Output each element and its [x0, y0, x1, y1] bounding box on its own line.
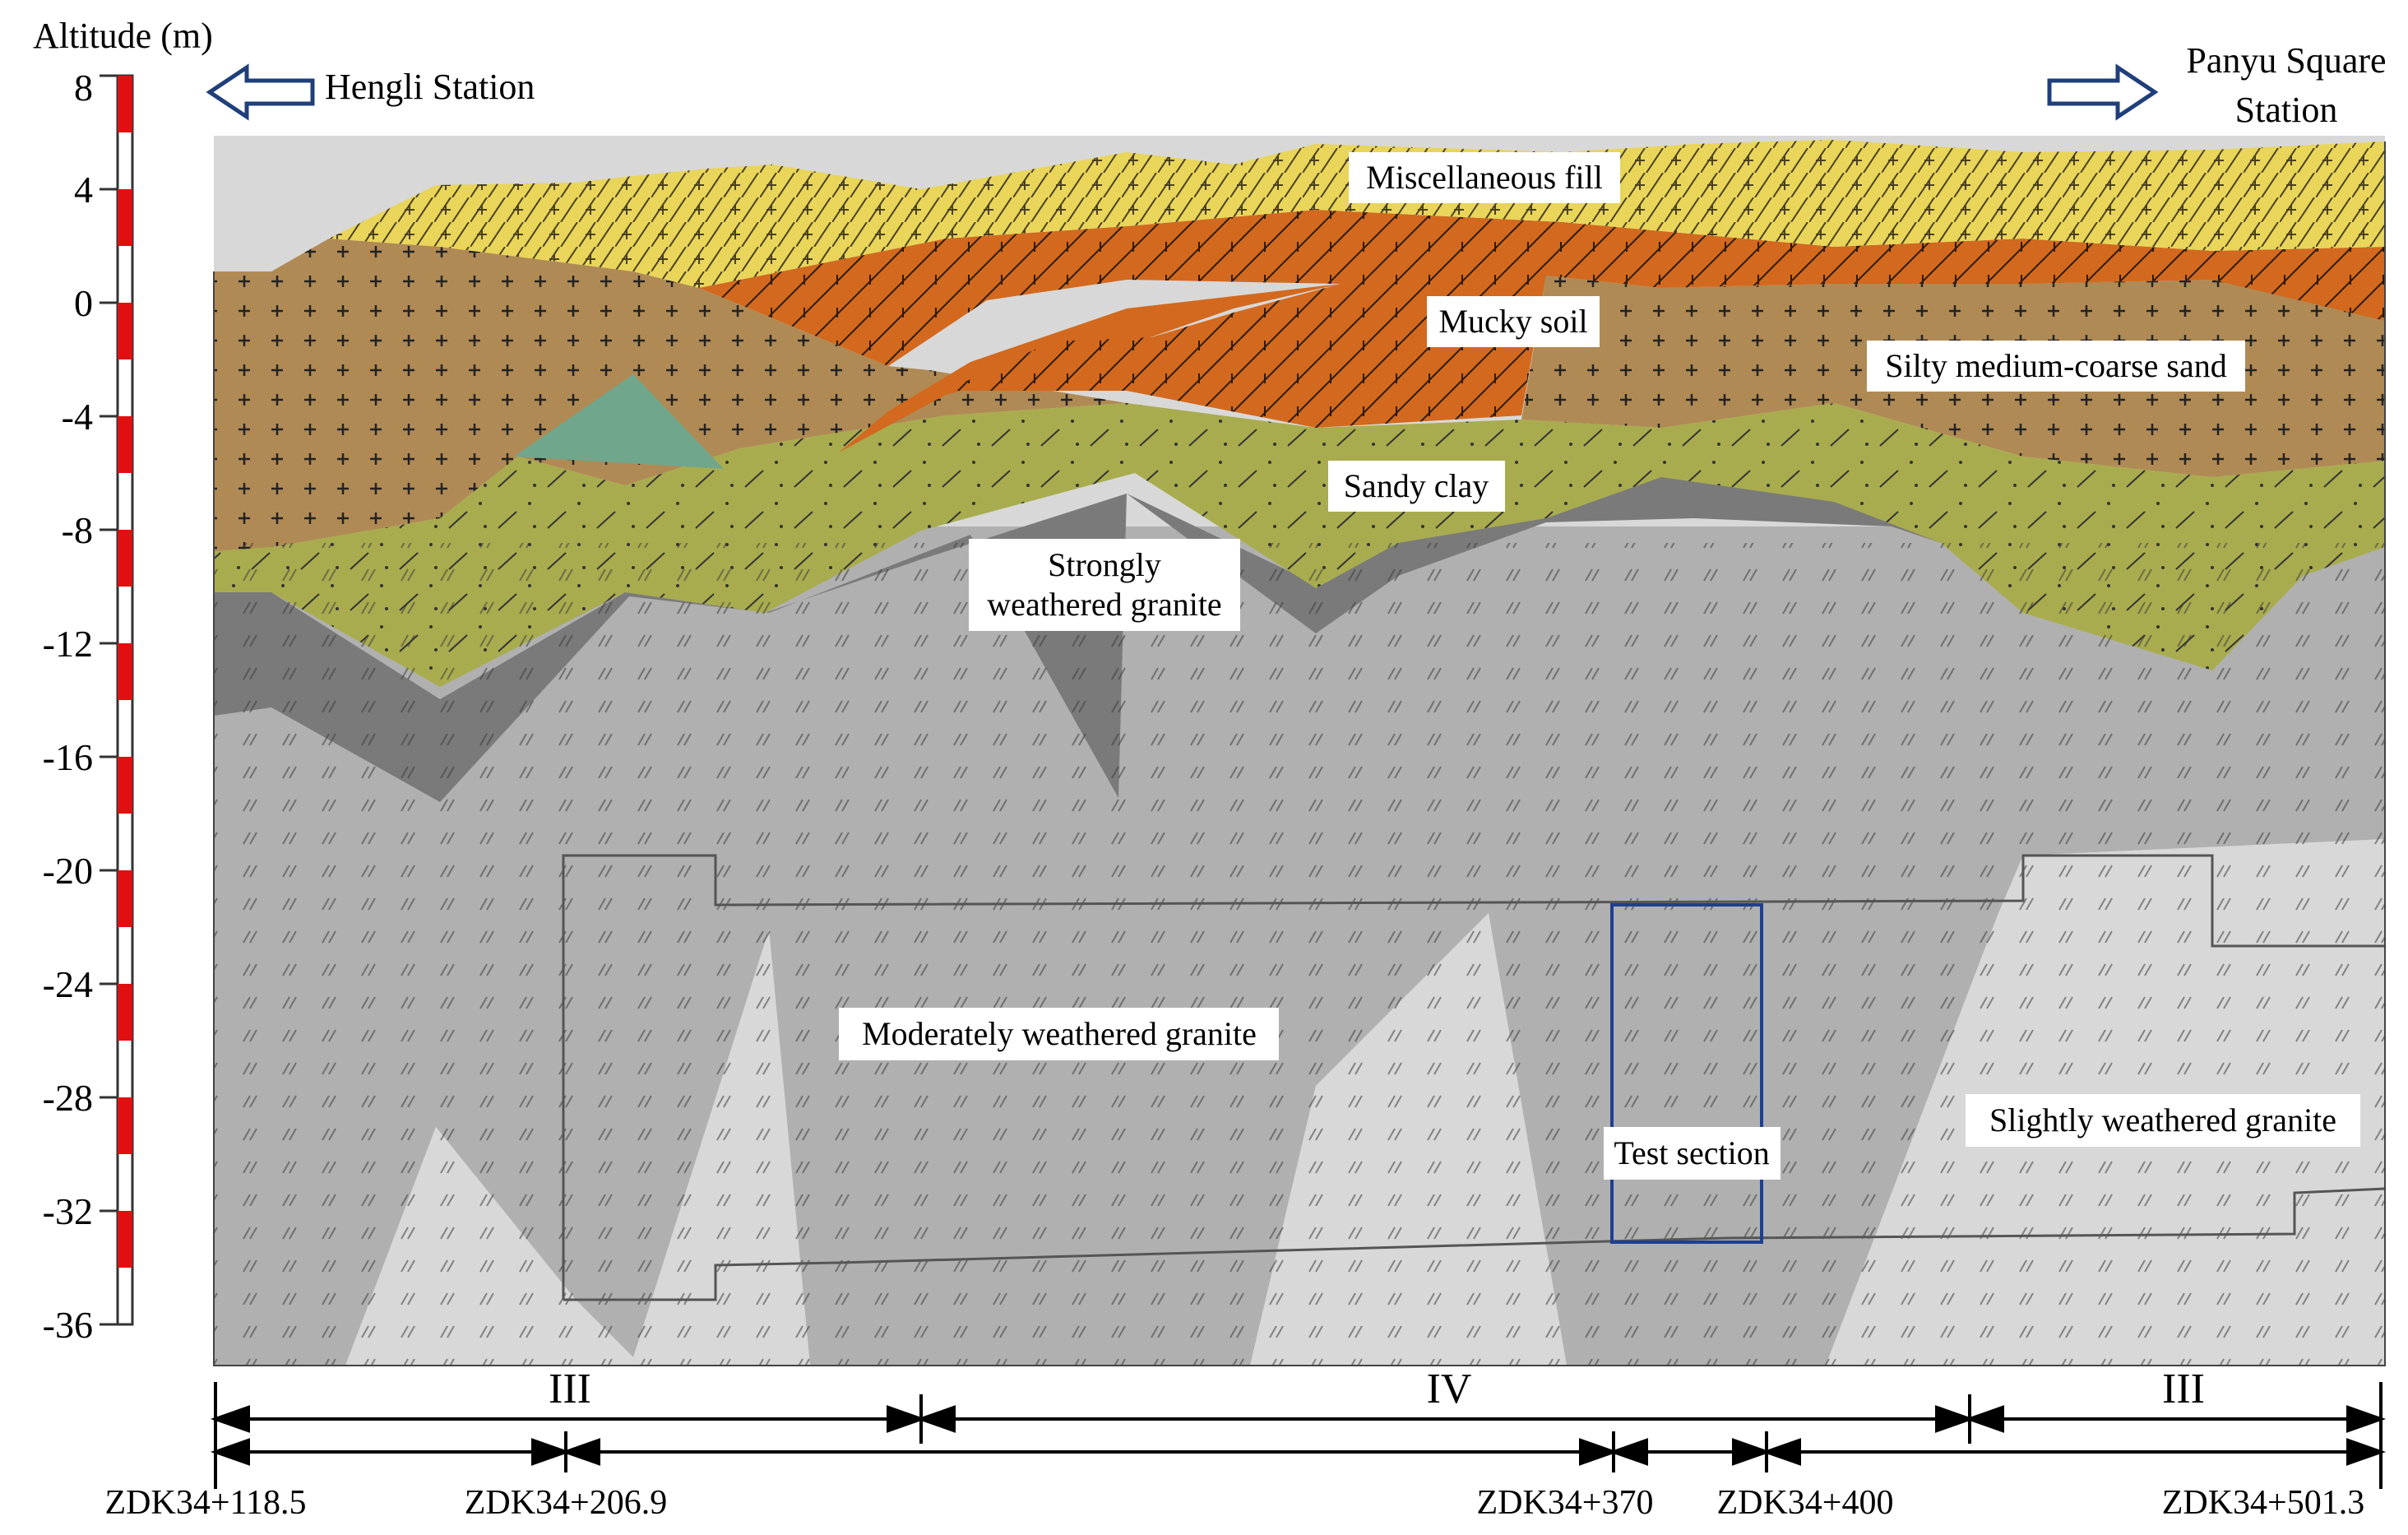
grade-label-1: III	[549, 1366, 591, 1412]
scale-bar-segment	[118, 984, 132, 1041]
mw-boundary-top	[562, 854, 2385, 1300]
mucky-soil-pattern	[699, 210, 2385, 428]
axis-tick-label: -12	[43, 623, 93, 665]
right-arrow-icon	[2047, 63, 2159, 121]
grade-label-2: IV	[1427, 1366, 1472, 1412]
chainage-4: ZDK34+400	[1716, 1484, 1893, 1522]
label-slight: Slightly weathered granite	[1989, 1101, 2336, 1138]
axis-tick-labels: 8 4 0 -4 -8 -12 -16 -20 -24 -28 -32 -36	[43, 67, 93, 1346]
grade-label-3: III	[2162, 1366, 2205, 1412]
label-box-fill	[1349, 152, 1620, 203]
green-lens	[514, 374, 724, 469]
scale-bar-segment	[118, 416, 132, 473]
scale-bar-segment	[118, 757, 132, 814]
scale-bar-segment	[118, 870, 132, 927]
axis-tick-label: 4	[74, 169, 93, 211]
chainage-1: ZDK34+118.5	[105, 1484, 307, 1522]
label-strong-2: weathered granite	[987, 586, 1221, 623]
axis-tick-label: -36	[43, 1304, 93, 1346]
left-arrow-icon	[206, 63, 315, 121]
label-silty-sand: Silty medium-coarse sand	[1885, 347, 2226, 384]
altitude-scale	[100, 74, 134, 1326]
scale-bar-segment	[118, 1211, 132, 1268]
label-box-sand	[1867, 341, 2245, 392]
chainage-2: ZDK34+206.9	[465, 1484, 668, 1522]
label-test-section: Test section	[1614, 1134, 1769, 1171]
axis-tick-label: -16	[43, 736, 93, 778]
axis-tick-label: -28	[43, 1077, 93, 1119]
label-box-clay	[1328, 461, 1505, 512]
axis-title: Altitude (m)	[33, 16, 213, 56]
misc-fill-pattern	[329, 140, 2385, 288]
mw-boundary-bottom	[563, 1187, 2386, 1301]
rock-pattern	[214, 543, 2385, 1366]
axis-tick-label: -20	[43, 850, 93, 892]
scale-bar-segment	[118, 1097, 132, 1154]
right-station-label-2: Station	[2235, 90, 2338, 130]
label-mucky-soil: Mucky soil	[1438, 303, 1587, 340]
axis-tick-label: -8	[62, 509, 93, 551]
chainage-5: ZDK34+501.3	[2162, 1484, 2365, 1522]
right-station-label-1: Panyu Square	[2186, 40, 2386, 81]
label-box-moderate	[839, 1008, 1279, 1060]
left-station-label: Hengli Station	[325, 67, 535, 107]
profile-frame	[213, 141, 2386, 1366]
axis-tick-label: 8	[74, 67, 93, 109]
label-sandy-clay: Sandy clay	[1344, 467, 1489, 504]
grade-arrows	[210, 1382, 2387, 1489]
test-section-box	[1610, 903, 1763, 1244]
scale-bar-segment	[118, 530, 132, 587]
axis-tick-label: -32	[43, 1190, 93, 1232]
scale-bar-segment	[118, 643, 132, 700]
scale-bar-segment	[118, 76, 132, 132]
label-box-mucky	[1427, 296, 1600, 347]
label-box-slight	[1966, 1094, 2360, 1147]
scale-bar-segment	[118, 189, 132, 246]
label-strong-1: Strongly	[1048, 546, 1161, 583]
label-misc-fill: Miscellaneous fill	[1366, 159, 1603, 196]
scale-bar-segment	[118, 303, 132, 359]
label-box-test	[1604, 1127, 1781, 1180]
label-box-strong	[969, 539, 1240, 631]
axis-tick-label: -24	[43, 963, 93, 1005]
label-moderate: Moderately weathered granite	[862, 1015, 1257, 1052]
chainage-3: ZDK34+370	[1476, 1484, 1653, 1522]
axis-tick-label: 0	[74, 282, 93, 324]
silty-sand-pattern	[214, 239, 2385, 551]
axis-tick-label: -4	[62, 396, 93, 438]
